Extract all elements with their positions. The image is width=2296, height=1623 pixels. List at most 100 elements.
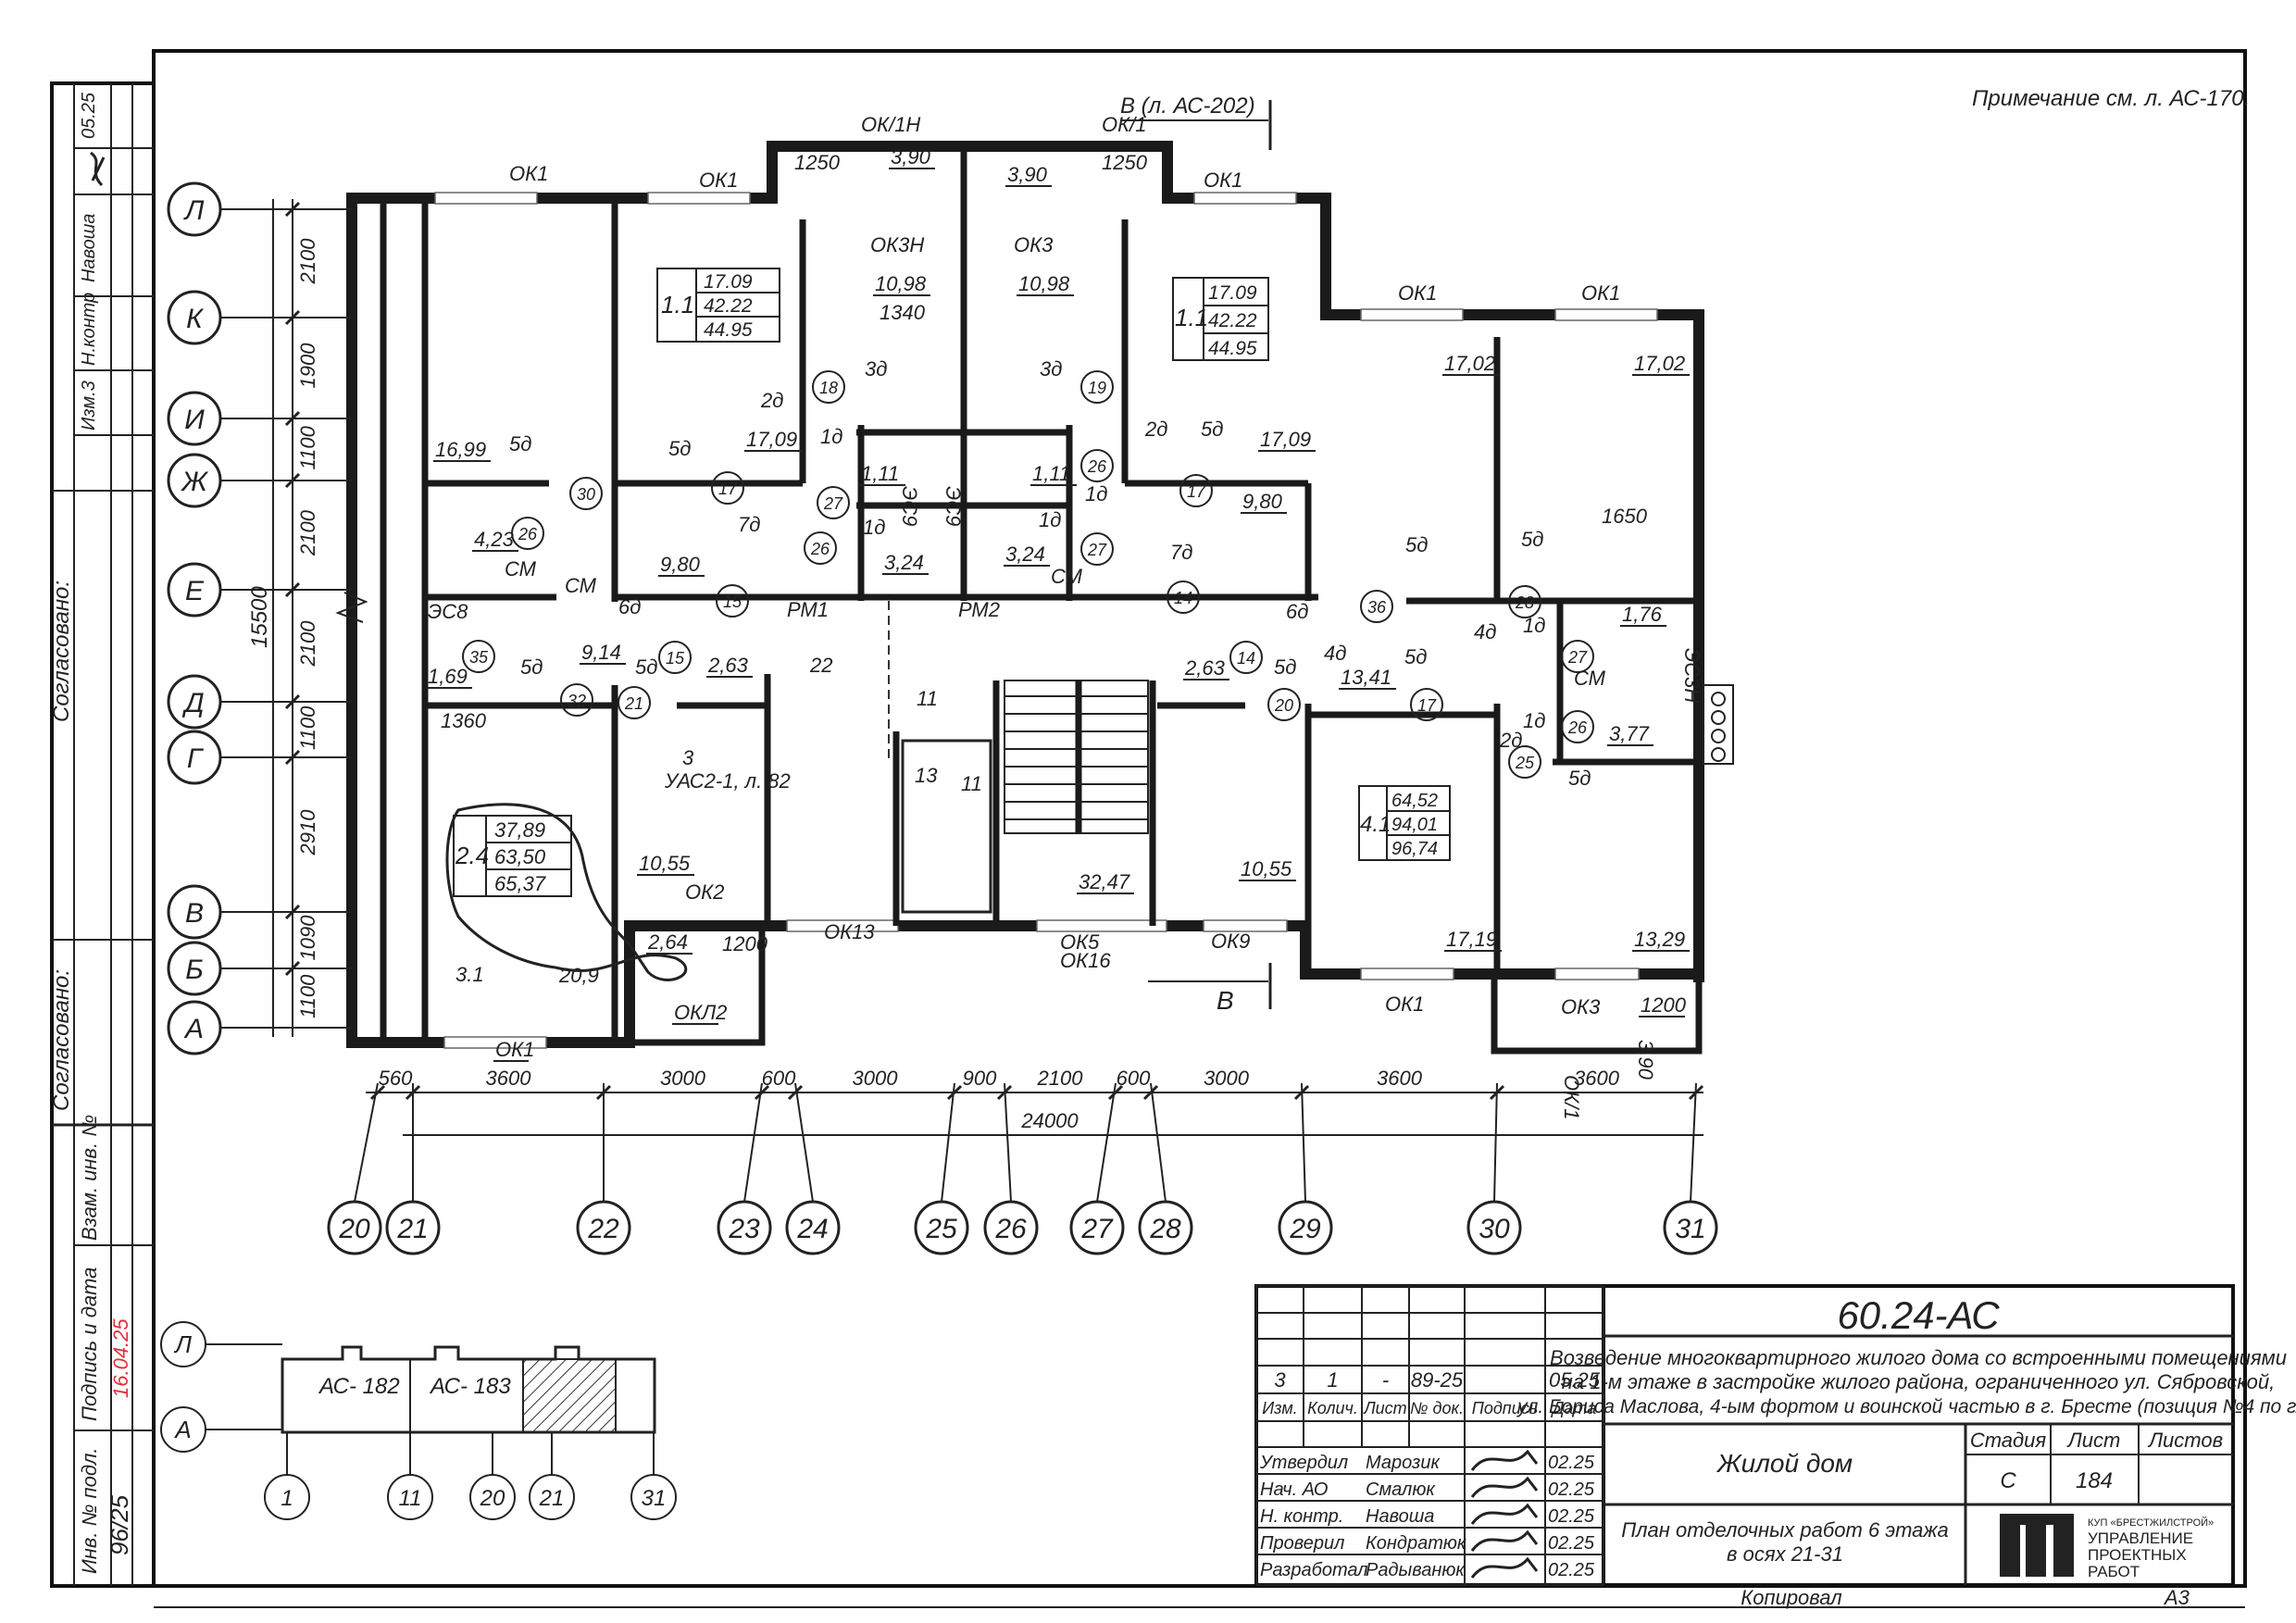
key-plan-row-label: А [173, 1416, 191, 1443]
plan-label: РМ1 [787, 598, 829, 621]
row-axis-label: Г [187, 743, 205, 774]
plan-label: 3,77 [1609, 722, 1650, 745]
dimension-label: 900 [963, 1067, 997, 1090]
door-mark-circle [1267, 688, 1301, 721]
plan-label: 1,11 [861, 462, 899, 485]
door-mark: 27 [823, 494, 843, 513]
plan-label: 1340 [880, 301, 926, 324]
plan-label: ОК/1Н [861, 113, 920, 136]
plan-label: 5д [635, 655, 657, 679]
sheet-header: Лист [2066, 1429, 2121, 1452]
org-line-2: ПРОЕКТНЫХ [2088, 1546, 2187, 1564]
plan-label: 5д [1521, 528, 1543, 551]
signer-date: 02.25 [1548, 1533, 1595, 1554]
plan-label: 5д [668, 437, 691, 460]
plan-label: ОК3 [1014, 233, 1054, 256]
row-axis-label: Е [185, 576, 205, 606]
plan-label: ОК3 [1561, 995, 1601, 1018]
door-mark: 20 [1274, 696, 1293, 715]
plan-label: 1д [1085, 482, 1107, 506]
signer-date: 02.25 [1548, 1453, 1595, 1473]
dimension-label: 1100 [296, 705, 319, 750]
signer-role: Проверил [1260, 1533, 1344, 1554]
signature [1470, 1476, 1539, 1498]
col-axis-label: 31 [1675, 1214, 1705, 1244]
row-axis-label: Л [183, 195, 205, 226]
side-stamp: Изм.3 Н.контр Навоша 05.25 Согласовано: … [49, 81, 156, 1588]
door-mark: 26 [1087, 457, 1107, 476]
section-mark-top: В (л. АС-202) [1120, 94, 1272, 150]
door-mark: 18 [819, 379, 838, 397]
apartment-type: 1.1 [1175, 304, 1208, 331]
org-line-1: УПРАВЛЕНИЕ [2088, 1529, 2193, 1547]
plan-label: 1250 [794, 151, 841, 174]
apartment-type: 1.1 [661, 291, 694, 318]
plan-label: 1250 [1102, 151, 1148, 174]
plan-label: 11 [961, 772, 982, 795]
org-top: КУП «БРЕСТЖИЛСТРОЙ» [2088, 1517, 2214, 1529]
plan-label: 3д [1040, 357, 1062, 381]
windows [434, 192, 1658, 1049]
apartment-2-4-highlight [445, 803, 688, 981]
plan-label: 10,98 [875, 272, 927, 295]
key-plan-col-label: 21 [539, 1486, 565, 1511]
col-axis-label: 29 [1289, 1214, 1321, 1244]
signer-date: 02.25 [1548, 1506, 1595, 1527]
plan-label: 4,23 [474, 528, 515, 551]
plan-label: 6д [1286, 600, 1308, 623]
door-mark: 17 [718, 480, 738, 498]
replace-inv-label: Взам. инв. № [78, 1115, 101, 1241]
stage-value: С [2000, 1468, 2016, 1493]
sheet-number: 184 [2076, 1468, 2113, 1493]
org-logo: КУП «БРЕСТЖИЛСТРОЙ» УПРАВЛЕНИЕ ПРОЕКТНЫХ… [2000, 1514, 2214, 1580]
plan-label: 32,47 [1079, 870, 1130, 893]
plan-label: СМ [1574, 667, 1606, 690]
plan-label: 17,09 [746, 428, 797, 451]
plan-label: ОК3Н [870, 233, 924, 256]
plan-label: 5д [520, 655, 543, 679]
plan-label: 9,14 [581, 641, 621, 664]
apartment-type: 2.4 [455, 842, 489, 869]
signer-date: 02.25 [1548, 1560, 1595, 1580]
plan-label: ОК/1 [1102, 113, 1146, 136]
plan-label: ЭС9 [898, 486, 921, 526]
door-mark: 26 [810, 540, 830, 558]
sheet-format: А3 [2163, 1586, 2190, 1609]
plan-label: 5д [1201, 418, 1223, 441]
plan-label: 5д [1568, 767, 1591, 790]
agreed-label-1: Согласовано: [49, 581, 74, 722]
elevator-shaft [901, 739, 992, 914]
revision-list: - [1382, 1368, 1389, 1392]
total-area-with-balcony: 65,37 [494, 872, 546, 895]
col-axis-label: 24 [796, 1214, 828, 1244]
plan-label: УАС2-1, л. 82 [664, 769, 791, 793]
plan-label: 2,63 [1184, 656, 1226, 680]
plan-label: 1д [1039, 508, 1061, 531]
col-axis-label: 30 [1479, 1214, 1510, 1244]
stage-header: Стадия [1970, 1429, 2047, 1452]
plan-label: 16,99 [435, 438, 486, 461]
plan-label: 13,29 [1634, 928, 1685, 951]
plan-label: 1200 [1641, 993, 1687, 1017]
dimension-label: 2910 [296, 809, 319, 856]
dimension-label: 560 [379, 1067, 413, 1090]
door-mark-circle [511, 517, 544, 550]
living-area: 64,52 [1391, 791, 1438, 811]
door-mark: 19 [1088, 379, 1106, 397]
total-area: 94,01 [1391, 815, 1438, 835]
plan-label: 6д [618, 595, 641, 618]
door-mark-circle [804, 531, 837, 565]
plan-label: 13,41 [1341, 666, 1391, 689]
row-axis-label: И [184, 405, 205, 435]
plan-label: 1,11 [1032, 462, 1070, 485]
dimension-label: 3000 [660, 1067, 706, 1090]
plan-label: 4д [1324, 642, 1346, 665]
plan-label: 9,80 [660, 553, 701, 576]
key-plan-col-label: 31 [642, 1486, 667, 1511]
door-mark-circle [817, 486, 850, 519]
door-mark-circle [1080, 449, 1114, 482]
signer-name: Смалюк [1366, 1479, 1436, 1500]
